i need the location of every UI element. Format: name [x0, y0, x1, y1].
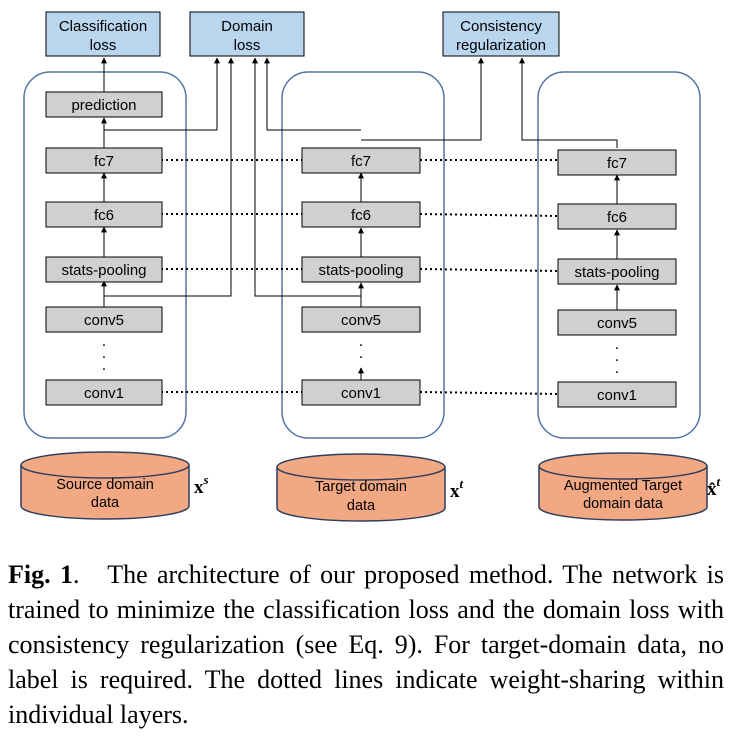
augmented-fc6-layer: fc6 [557, 203, 677, 230]
classification-loss-label-line2: loss [90, 37, 117, 54]
classification-loss-box: Classification loss [45, 11, 161, 57]
figure-caption: Fig. 1. The architecture of our proposed… [8, 557, 724, 732]
figure-label-punct: . [73, 560, 80, 589]
svg-text:.: . [359, 357, 363, 374]
source-fc7-layer: fc7 [45, 147, 163, 174]
augmented-ellipsis: . . . [615, 336, 619, 377]
svg-text:conv1: conv1 [341, 385, 381, 402]
svg-text:fc6: fc6 [351, 207, 371, 224]
target-fc6-layer: fc6 [301, 201, 421, 228]
classification-loss-label-line1: Classification [59, 18, 147, 35]
svg-text:fc6: fc6 [607, 209, 627, 226]
domain-loss-label-line1: Domain [221, 18, 273, 35]
augmented-db-label-line1: Augmented Target [564, 478, 682, 494]
svg-text:conv1: conv1 [84, 385, 124, 402]
source-symbol: xs [194, 472, 209, 498]
augmented-network-container [537, 71, 701, 439]
source-network-container [23, 71, 187, 439]
svg-text:.: . [102, 345, 106, 362]
augmented-fc7-layer: fc7 [557, 149, 677, 176]
svg-text:fc6: fc6 [94, 207, 114, 224]
source-database-icon: Source domain data [20, 451, 190, 520]
consistency-label-line1: Consistency [460, 18, 542, 35]
target-ellipsis: . . . [359, 333, 363, 374]
target-fc7-layer: fc7 [301, 147, 421, 174]
source-stats-pooling-layer: stats-pooling [45, 256, 163, 283]
source-fc6-layer: fc6 [45, 201, 163, 228]
domain-loss-label-line2: loss [234, 37, 261, 54]
svg-text:.: . [102, 357, 106, 374]
target-database-icon: Target domain data [276, 453, 446, 522]
svg-text:.: . [102, 333, 106, 350]
target-network-container [281, 71, 445, 439]
target-stats-pooling-layer: stats-pooling [301, 256, 421, 283]
svg-text:stats-pooling: stats-pooling [61, 262, 146, 279]
figure-label: Fig. 1 [8, 560, 73, 589]
target-symbol: xt [450, 476, 464, 502]
target-conv5-layer: conv5 [301, 306, 421, 333]
svg-text:prediction: prediction [71, 97, 136, 114]
augmented-symbol: x̂t [707, 474, 721, 500]
source-prediction-layer: prediction [45, 91, 163, 118]
svg-text:conv5: conv5 [341, 312, 381, 329]
svg-text:conv5: conv5 [597, 315, 637, 332]
svg-text:fc7: fc7 [94, 153, 114, 170]
augmented-stats-pooling-layer: stats-pooling [557, 258, 677, 285]
svg-text:fc7: fc7 [351, 153, 371, 170]
consistency-regularization-box: Consistency regularization [442, 11, 560, 57]
svg-text:stats-pooling: stats-pooling [318, 262, 403, 279]
augmented-conv1-layer: conv1 [557, 381, 677, 408]
svg-text:fc7: fc7 [607, 155, 627, 172]
augmented-database-icon: Augmented Target domain data [538, 452, 708, 521]
svg-text:conv1: conv1 [597, 387, 637, 404]
source-db-label-line1: Source domain [56, 477, 154, 493]
caption-text: The architecture of our proposed method.… [8, 560, 724, 729]
svg-text:conv5: conv5 [84, 312, 124, 329]
svg-text:.: . [359, 345, 363, 362]
architecture-diagram: Classification loss Domain loss Consiste… [20, 11, 721, 522]
svg-text:stats-pooling: stats-pooling [574, 264, 659, 281]
target-db-label-line1: Target domain [315, 479, 407, 495]
source-conv5-layer: conv5 [45, 306, 163, 333]
target-conv1-layer: conv1 [301, 379, 421, 406]
svg-text:.: . [615, 348, 619, 365]
augmented-db-label-line2: domain data [583, 496, 664, 512]
source-conv1-layer: conv1 [45, 379, 163, 406]
domain-loss-box: Domain loss [189, 11, 305, 57]
connection-arrows [101, 57, 620, 380]
source-db-label-line2: data [91, 495, 120, 511]
consistency-label-line2: regularization [456, 37, 546, 54]
svg-text:.: . [615, 360, 619, 377]
source-ellipsis: . . . [102, 333, 106, 374]
target-db-label-line2: data [347, 498, 376, 514]
augmented-conv5-layer: conv5 [557, 309, 677, 336]
svg-text:.: . [359, 333, 363, 350]
svg-text:.: . [615, 336, 619, 353]
